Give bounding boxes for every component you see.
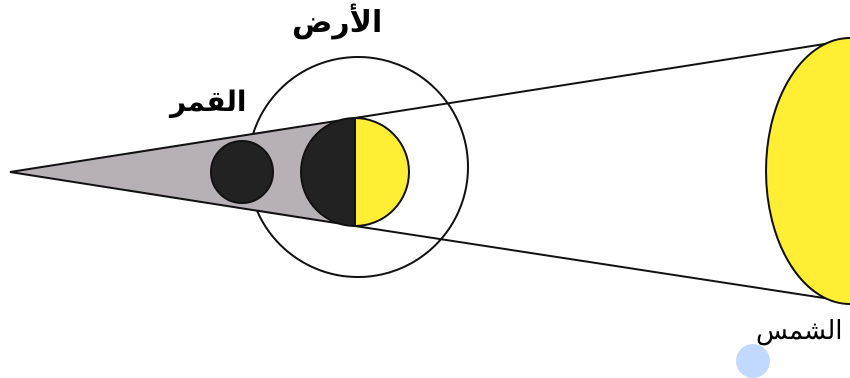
earth-day-side [355, 118, 409, 226]
sun-body [766, 38, 850, 304]
sun-label: الشمس [756, 318, 843, 344]
diagram-svg [0, 0, 850, 354]
moon-body [211, 141, 273, 203]
decorative-blue-dot [736, 344, 770, 378]
moon-label: القمر [170, 88, 246, 116]
sun-ray-bottom [355, 226, 850, 302]
earth-label: الأرض [292, 8, 382, 38]
